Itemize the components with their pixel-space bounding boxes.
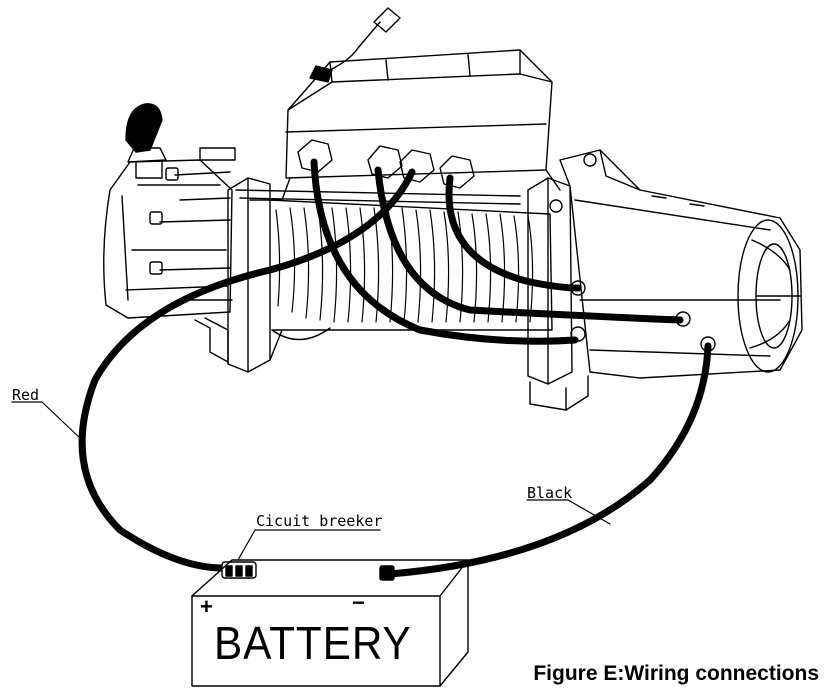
motor-cables xyxy=(310,158,684,345)
black-cable xyxy=(386,342,712,578)
battery xyxy=(191,559,469,687)
circuit-breaker-label: Cicuit breeker xyxy=(256,512,383,530)
figure-caption: Figure E:Wiring connections xyxy=(533,662,819,685)
red-cable-label: Red xyxy=(12,386,40,404)
black-cable-label: Black xyxy=(527,484,573,502)
battery-label: BATTERY xyxy=(214,617,412,669)
breather-cap xyxy=(125,103,167,179)
control-plug xyxy=(309,7,401,83)
red-cable xyxy=(78,168,416,572)
winch-left-housing xyxy=(103,147,236,319)
battery-negative-sign: − xyxy=(352,590,365,615)
red-leader-line xyxy=(11,401,83,441)
right-end-bracket xyxy=(527,177,589,411)
black-leader-line xyxy=(526,499,611,525)
battery-positive-sign: + xyxy=(200,594,213,619)
breaker-leader-line xyxy=(237,529,381,561)
winch-right-housing xyxy=(549,149,803,379)
circuit-breaker xyxy=(221,561,257,579)
winch-drum xyxy=(269,199,553,361)
cable-glands xyxy=(297,139,475,189)
control-box xyxy=(249,49,561,201)
